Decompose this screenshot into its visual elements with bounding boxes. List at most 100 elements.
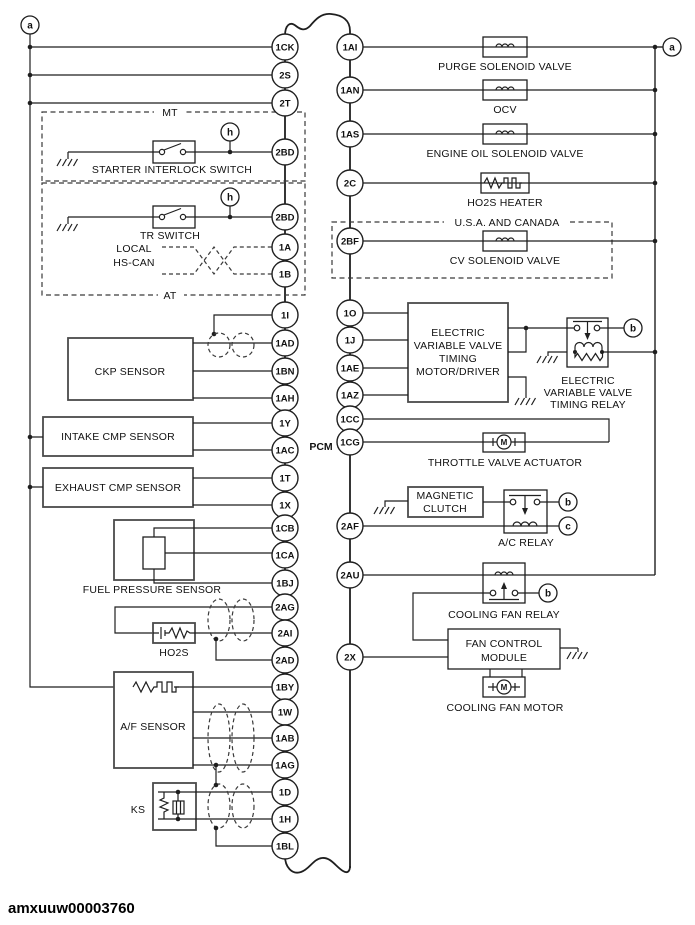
pin-1CC: 1CC [336,405,364,433]
pin-1CK: 1CK [271,33,299,61]
pin-2BD-at: 2BD [271,203,299,231]
cv-label: CV SOLENOID VALVE [450,255,560,267]
ckp-label: CKP SENSOR [95,366,166,378]
svg-text:ELECTRIC: ELECTRIC [561,375,615,387]
pin-1BJ: 1BJ [271,569,299,597]
pin-2X: 2X [336,643,364,671]
svg-text:1D: 1D [279,788,291,799]
pin-1T: 1T [271,464,299,492]
at-region: AT [41,182,306,302]
usa-canada-region: U.S.A. AND CANADA CV SOLENOID VALVE [331,216,655,279]
svg-text:1AD: 1AD [275,339,294,350]
pin-1BN: 1BN [271,357,299,385]
ho2s-heater: HO2S HEATER [350,172,655,209]
cooling-fan-relay: COOLING FAN RELAY [350,562,655,641]
local-label: LOCAL [116,243,151,255]
svg-text:1CB: 1CB [275,524,294,535]
svg-text:2BD: 2BD [275,148,294,159]
pin-1AB: 1AB [271,724,299,752]
hscan-label: HS-CAN [113,257,154,269]
svg-text:2C: 2C [344,179,356,190]
node-a-left: a [20,15,40,35]
pin-2AI: 2AI [271,619,299,647]
fuel-pressure-sensor: FUEL PRESSURE SENSOR [83,519,285,596]
pin-1B: 1B [271,260,299,288]
pin-1CB: 1CB [271,514,299,542]
svg-text:1T: 1T [279,474,290,485]
svg-text:1BL: 1BL [276,842,294,853]
svg-text:1AB: 1AB [275,734,294,745]
solenoid-coil-icon [495,43,515,48]
cooling-fan-motor-label: COOLING FAN MOTOR [447,702,564,714]
left-power-rail [27,34,285,688]
evvt-motor-driver: ELECTRIC VARIABLE VALVE TIMING MOTOR/DRI… [350,302,567,406]
pin-1CA: 1CA [271,541,299,569]
pin-1AC: 1AC [271,436,299,464]
svg-text:1BN: 1BN [275,367,294,378]
usa-canada-label: U.S.A. AND CANADA [455,217,560,229]
pcm-right-pins: 1AI 1AN 1AS 2C 2BF 1O 1J 1AE 1AZ 1CC 1CG… [336,33,364,671]
shield-icon [207,598,231,642]
ho2s-element-icon [153,626,195,640]
motor-icon [496,434,512,450]
svg-text:TIMING: TIMING [439,353,477,365]
svg-text:2X: 2X [344,653,356,664]
ocv: OCV [350,79,655,116]
throttle-label: THROTTLE VALVE ACTUATOR [428,457,583,469]
ground-icon [373,506,396,515]
svg-text:1Y: 1Y [279,419,291,430]
tr-switch-label: TR SWITCH [140,230,200,242]
pin-2C: 2C [336,169,364,197]
fuel-pressure-label: FUEL PRESSURE SENSOR [83,584,222,596]
pin-1AZ: 1AZ [336,381,364,409]
svg-text:1AI: 1AI [343,43,358,54]
relay-coil-icon [512,521,538,527]
svg-text:1BY: 1BY [276,683,295,694]
svg-text:2T: 2T [279,99,290,110]
figure-id: amxuuw00003760 [8,900,135,917]
svg-text:1H: 1H [279,815,291,826]
svg-text:M: M [501,683,508,692]
pin-2BF: 2BF [336,227,364,255]
pin-1A: 1A [271,233,299,261]
magnetic-clutch: MAGNETIC CLUTCH [373,486,484,518]
pin-2AG: 2AG [271,593,299,621]
cooling-fan-relay-label: COOLING FAN RELAY [448,609,560,621]
svg-text:2BD: 2BD [275,213,294,224]
pin-1O: 1O [336,299,364,327]
svg-text:b: b [545,589,551,600]
svg-text:1CA: 1CA [275,551,294,562]
starter-interlock-switch: STARTER INTERLOCK SWITCH [56,140,285,176]
solenoid-coil-icon [495,130,515,135]
pin-1Y: 1Y [271,409,299,437]
shield-icon [207,332,231,358]
relay-coil-icon [494,571,514,576]
ks-label: KS [131,804,145,816]
svg-text:a: a [27,21,33,32]
node-b-evvt: b [623,318,643,338]
svg-text:1AH: 1AH [275,394,294,405]
pin-1CG: 1CG [336,428,364,456]
pin-1W: 1W [271,698,299,726]
svg-text:1CK: 1CK [275,43,294,54]
pin-1J: 1J [336,326,364,354]
svg-text:b: b [630,324,636,335]
pin-1I: 1I [271,301,299,329]
pin-1BL: 1BL [271,832,299,860]
solenoid-coil-icon [495,237,515,242]
svg-text:1BJ: 1BJ [276,579,293,590]
fan-control-module: FAN CONTROL MODULE [350,628,589,670]
ac-relay: A/C RELAY [350,489,559,549]
node-c-ac: c [558,516,578,536]
svg-text:2AD: 2AD [275,656,294,667]
node-a-right: a [662,37,682,57]
pin-2T: 2T [271,89,299,117]
intake-cmp-sensor: INTAKE CMP SENSOR [30,416,285,457]
arrow-down-icon [522,508,528,515]
svg-text:1A: 1A [279,243,291,254]
svg-text:2AG: 2AG [275,603,295,614]
tr-switch: TR SWITCH [56,205,285,242]
heater-element-icon [132,680,179,694]
svg-text:VARIABLE VALVE: VARIABLE VALVE [414,340,503,352]
